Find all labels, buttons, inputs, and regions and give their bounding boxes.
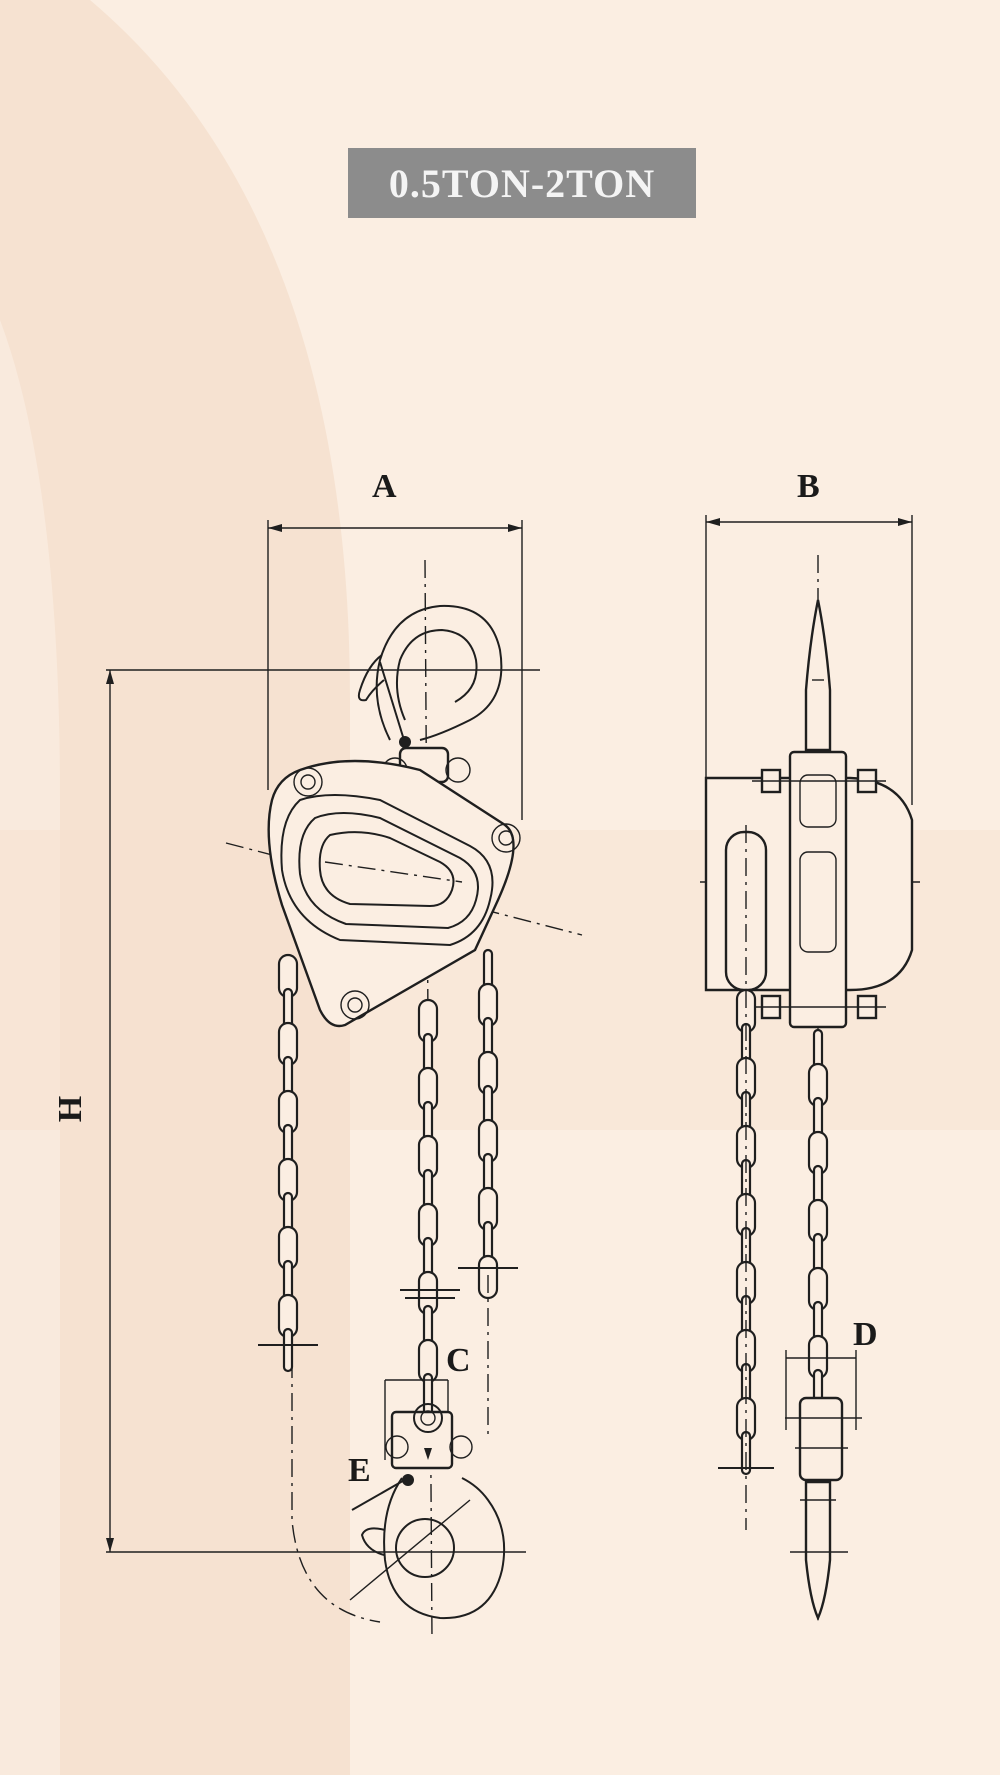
- label-dimension-c: C: [446, 1342, 471, 1379]
- side-load-chain: [807, 1028, 829, 1414]
- side-view: [700, 515, 920, 1621]
- dimension-b-arrow-left: [706, 518, 720, 526]
- dimension-a-arrow-left: [268, 524, 282, 532]
- side-bottom-block: [798, 1396, 844, 1482]
- top-hook-tip: [357, 654, 385, 702]
- top-hook-latch-pin: [399, 736, 411, 748]
- side-body-bolts-top: [752, 768, 886, 794]
- body-bolt-right: [491, 823, 521, 853]
- bottom-block-sheave-hub: [420, 1410, 436, 1426]
- hand-chain-loop-left: [291, 1360, 381, 1623]
- dimension-a-arrow-right: [508, 524, 522, 532]
- front-view: [106, 520, 583, 1641]
- bottom-hook-tip: [360, 1527, 386, 1556]
- side-bottom-hook: [804, 1480, 832, 1621]
- top-hook-outer: [375, 604, 503, 741]
- label-dimension-h: H: [52, 1095, 90, 1123]
- side-frame-mid-window: [799, 851, 837, 953]
- body-bolt-top-left: [293, 767, 323, 797]
- side-top-hook: [804, 599, 832, 752]
- hand-chain-right: [477, 948, 499, 1300]
- bottom-hook-outer: [383, 1477, 506, 1620]
- hoist-body-housing: [267, 759, 515, 1028]
- bottom-block-pointer: [424, 1448, 432, 1460]
- top-hook-latch: [379, 661, 405, 741]
- dimension-b-arrow-right: [898, 518, 912, 526]
- bottom-hook-eye: [395, 1518, 455, 1578]
- label-dimension-b: B: [797, 468, 820, 505]
- bottom-block-sheave: [413, 1403, 443, 1433]
- hoist-body-window: [318, 831, 455, 908]
- front-diagonal-center-line: [225, 842, 583, 936]
- label-dimension-d: D: [853, 1316, 878, 1353]
- body-bolt-bottom: [340, 990, 370, 1020]
- bottom-hook-diagonal: [349, 1499, 471, 1601]
- title-text: 0.5TON-2TON: [388, 160, 656, 206]
- top-hook-inner: [395, 628, 478, 721]
- title-badge: 0.5TON-2TON: [348, 148, 696, 218]
- bottom-hook-latch: [351, 1477, 409, 1511]
- dimension-h-arrow-top: [106, 670, 114, 684]
- bottom-block-bolt-right: [449, 1435, 473, 1459]
- top-yoke-bolt-right: [445, 757, 471, 783]
- dimension-h-arrow-bottom: [106, 1538, 114, 1552]
- hand-chain-left: [277, 953, 299, 1373]
- side-body-bolts-bottom: [752, 994, 886, 1020]
- hoist-body-cover-outer: [280, 794, 494, 947]
- bottom-hook-latch-pin: [402, 1474, 414, 1486]
- bottom-block-bolt-left: [385, 1435, 409, 1459]
- label-dimension-e: E: [348, 1452, 371, 1489]
- side-frame-top-window: [799, 774, 837, 828]
- load-chain: [417, 998, 439, 1418]
- chain-link: [282, 1327, 294, 1373]
- side-body-frame: [788, 750, 848, 1029]
- body-window-center-line: [324, 861, 463, 883]
- hoist-body-cover-inner: [298, 812, 479, 930]
- label-dimension-a: A: [372, 468, 397, 505]
